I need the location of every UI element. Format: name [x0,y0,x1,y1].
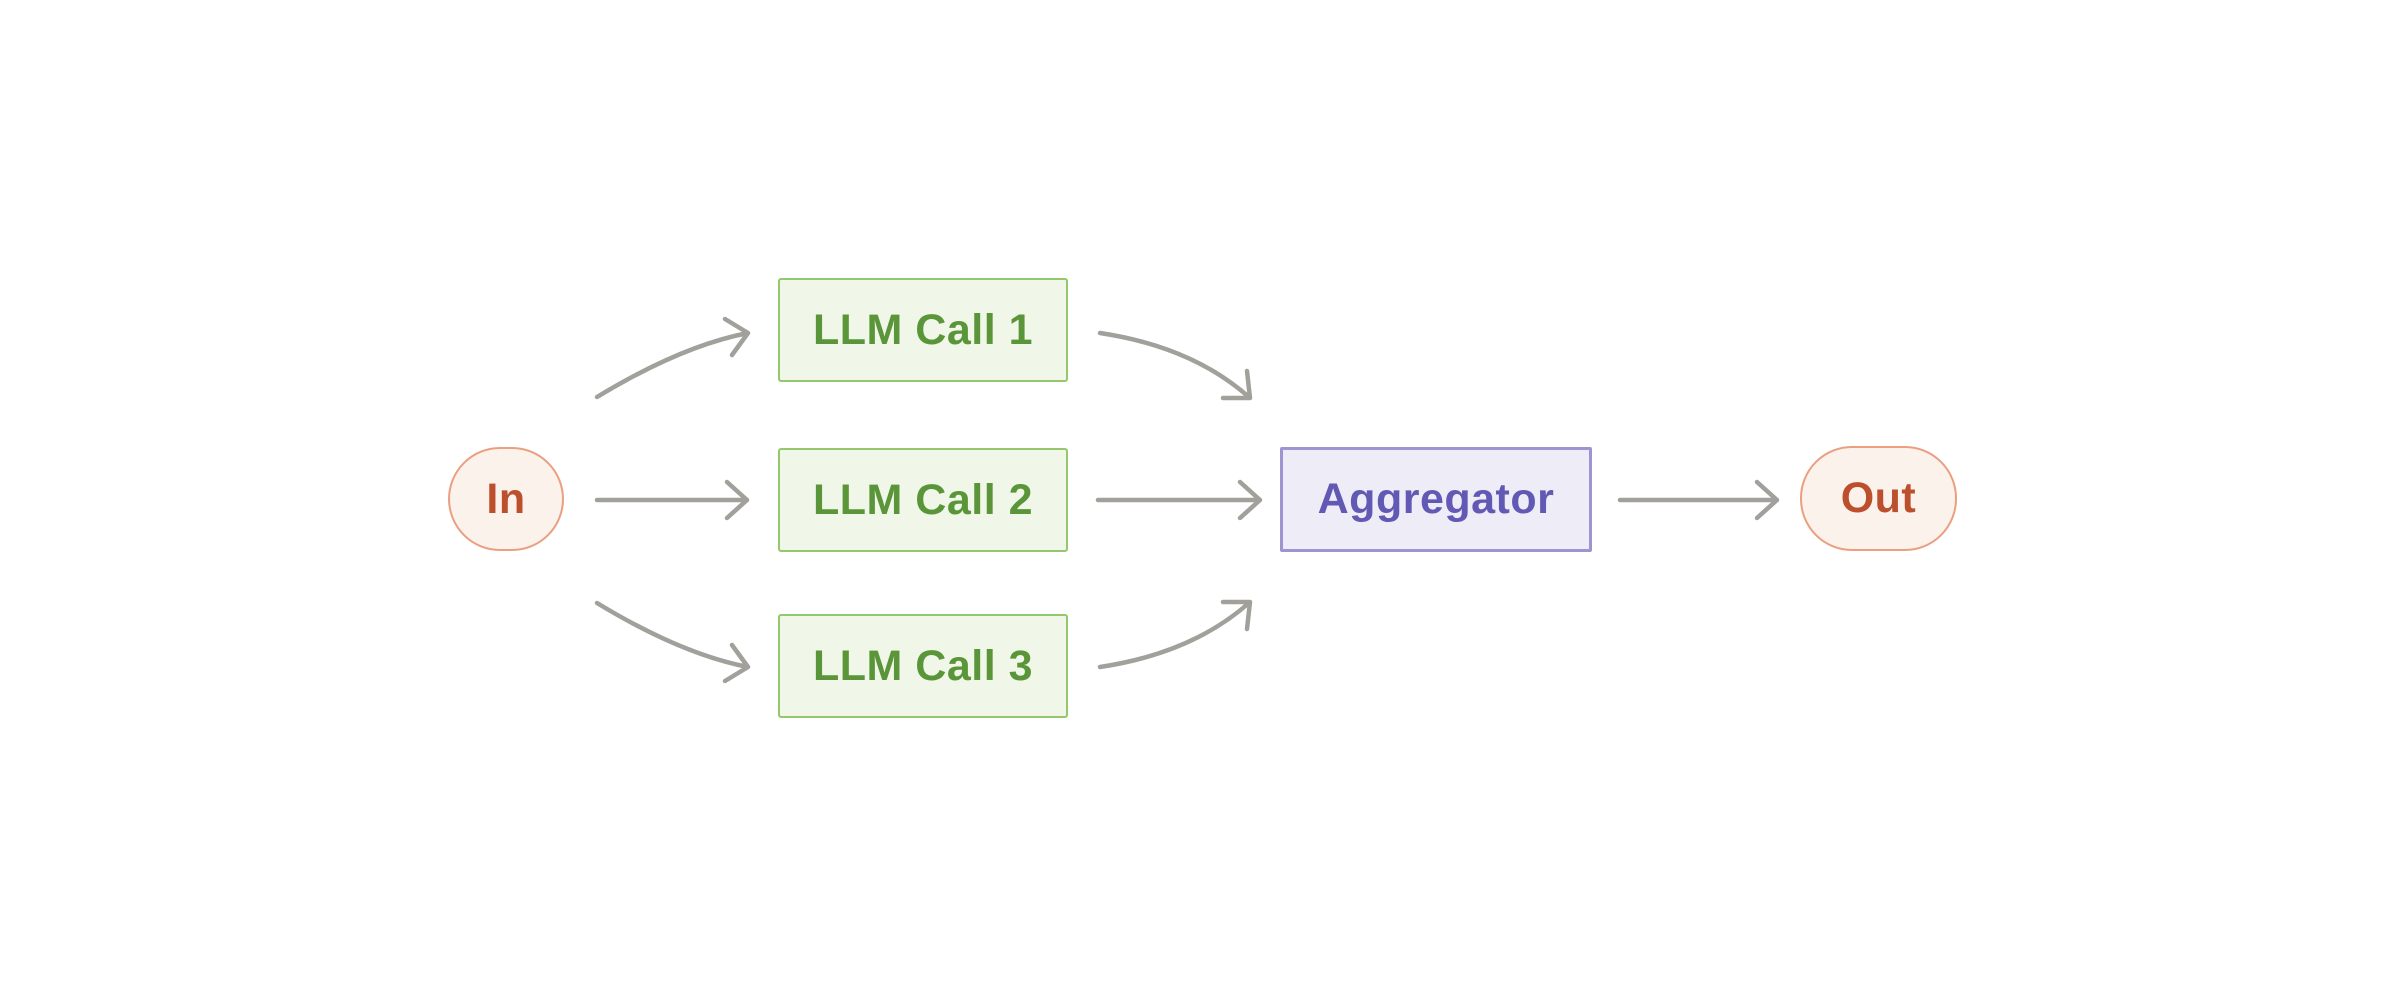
edge-in-to-llm-call-1 [594,316,751,400]
node-llm-call-1-label: LLM Call 1 [812,305,1034,354]
node-llm-call-2-label: LLM Call 2 [812,475,1034,524]
node-in-label: In [486,474,526,523]
edge-aggregator-to-out [1617,479,1780,521]
edge-llm-call-1-to-aggregator [1097,330,1253,401]
node-llm-call-3: LLM Call 3 [778,614,1068,718]
edge-in-to-llm-call-3 [594,600,751,684]
node-in: In [448,447,564,551]
node-llm-call-3-label: LLM Call 3 [812,641,1034,690]
node-llm-call-1: LLM Call 1 [778,278,1068,382]
node-out-label: Out [1840,474,1917,522]
node-aggregator-label: Aggregator [1317,475,1555,523]
edge-in-to-llm-call-2 [594,479,750,521]
node-out: Out [1800,446,1957,551]
edge-llm-call-3-to-aggregator [1097,599,1253,670]
edge-llm-call-2-to-aggregator [1095,479,1263,521]
node-aggregator: Aggregator [1280,447,1592,552]
node-llm-call-2: LLM Call 2 [778,448,1068,552]
